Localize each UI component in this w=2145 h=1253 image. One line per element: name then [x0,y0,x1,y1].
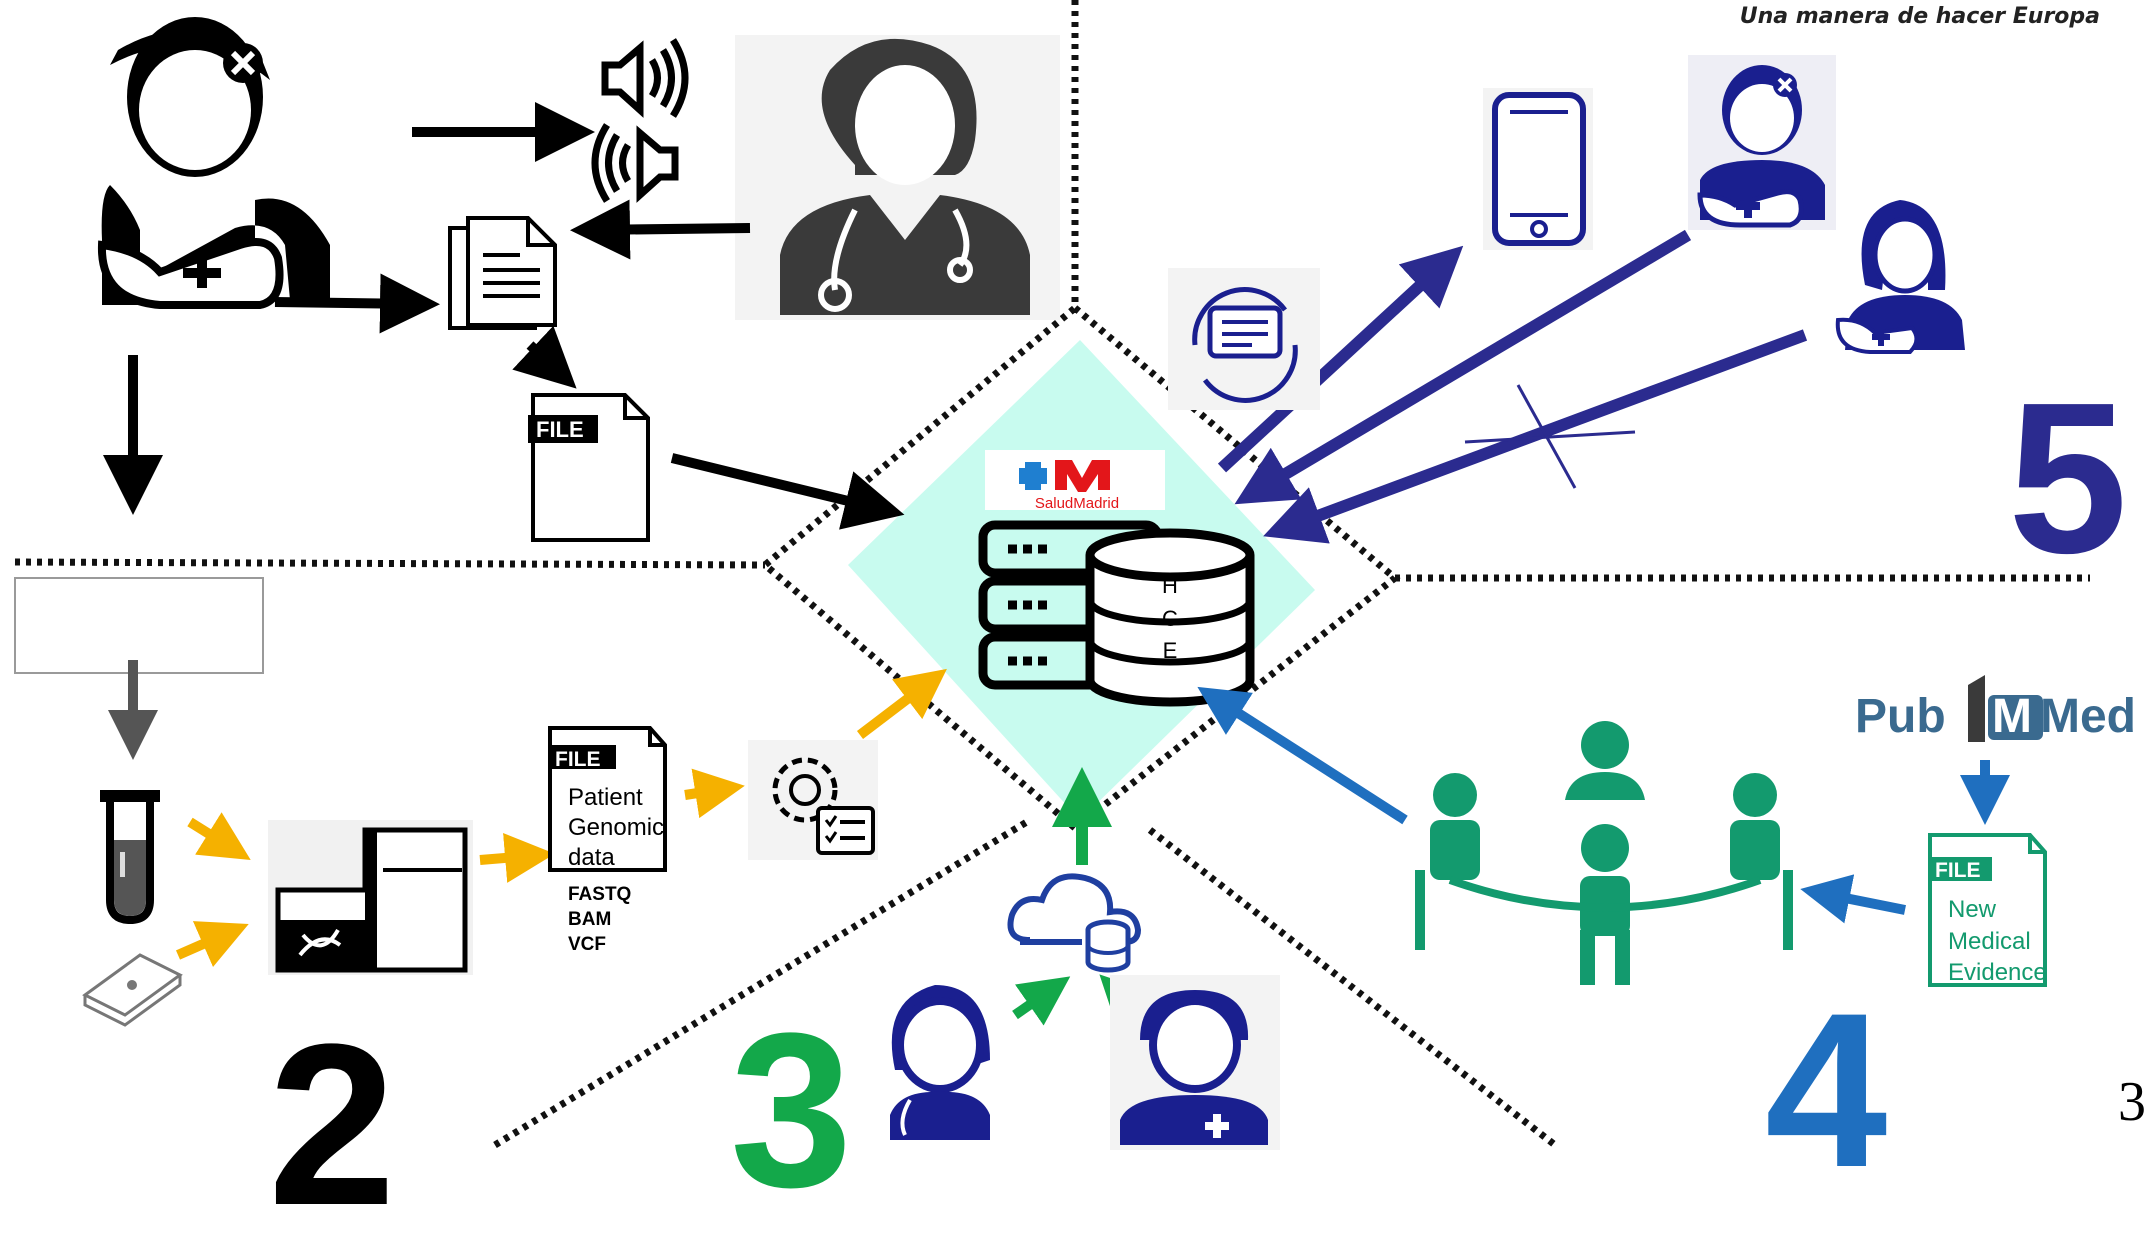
section-number-3: 3 [730,987,853,1233]
evidence-file-badge: FILE [1935,859,1981,882]
svg-text:M: M [1992,690,2032,743]
female-doctor-icon [890,985,990,1140]
arrow-nurse-to-hce [1263,329,1808,544]
stethoscope-icon [900,1098,912,1136]
genomic-line-3: data [568,844,615,871]
arrow-sequencer-to-genomic-file [479,832,555,883]
genomic-file-badge: FILE [555,748,601,771]
arrow-team-to-hce [1197,686,1408,825]
hce-letter-c: C [1162,606,1178,631]
speaker-icon-reversed [591,123,679,203]
arrow-document-to-file [512,325,577,389]
arrow-evidence-to-team [1800,874,1906,924]
diagram-svg: FILE FILE Patient Genomic data FASTQ BAM… [14,0,2136,1150]
divider-left [14,558,766,569]
pubmed-logo: Pub M Med [1855,675,2136,743]
format-bam: BAM [568,909,611,930]
salud-madrid-text: SaludMadrid [1034,495,1120,512]
test-tube-icon [100,790,160,925]
speaker-icon [601,38,689,118]
hce-letter-e: E [1162,638,1178,663]
arrow-tube-to-sequencer [187,812,251,860]
arrow-hce-to-phone [1217,245,1464,473]
format-vcf: VCF [568,934,606,955]
male-doctor-icon [1110,975,1280,1150]
genomic-line-1: Patient [568,784,643,811]
doctor-icon [735,35,1060,320]
evidence-line-1: New [1948,896,1997,923]
section-number-2: 2 [268,996,396,1253]
female-patient-icon [1835,200,1965,354]
cloud-database-icon [1007,873,1142,973]
hce-letter-h: H [1162,573,1178,598]
file-badge-label: FILE [536,417,584,442]
dna-icon [298,928,342,957]
patient-icon-large [97,17,331,309]
format-fastq: FASTQ [568,884,631,905]
arrow-gear-to-hce [856,668,947,739]
section-number-5: 5 [2008,357,2128,598]
gear-checklist-icon [748,740,878,860]
divider-bottom-left [493,817,1032,1148]
arrow-patient-to-hce [1234,229,1692,505]
phone-icon [1483,88,1593,250]
empty-placeholder-box [14,577,264,674]
medical-cross-icon [183,258,221,288]
chip-icon [82,953,183,1027]
diagram-canvas: FILE FILE Patient Genomic data FASTQ BAM… [14,0,2145,1240]
arrow-file-to-hce [670,453,905,530]
x-mark-icon [223,43,263,83]
evidence-line-3: Evidence [1948,959,2047,986]
document-icon [448,216,557,330]
sequencer-icon [268,820,473,975]
file-icon [528,393,650,542]
arrow-patient-to-document [274,273,440,334]
center-hce [848,340,1315,820]
arrow-nurse-to-cloud [1012,976,1071,1026]
patient-icon-navy [1688,55,1836,230]
meeting-table-icon [1415,721,1793,985]
arrow-chip-to-sequencer [175,921,249,967]
page-number-fragment: 3 [2118,1071,2145,1133]
tagline: Una manera de hacer Europa [1739,4,2100,29]
arrow-genomic-to-gear [684,768,745,819]
salud-madrid-logo-icon [1019,460,1110,492]
chat-sync-icon [1168,268,1320,410]
arrow-doctor-to-document [570,199,751,260]
divider-bottom-right [1147,827,1558,1148]
genomic-line-2: Genomic [568,814,664,841]
evidence-line-2: Medical [1948,928,2031,955]
crossed-out-mark [1464,384,1636,489]
pubmed-part1: Pub [1855,690,1946,743]
evidence-file-icon [1928,833,2047,987]
pubmed-part2: Med [2040,690,2136,743]
genomic-file-icon [548,726,667,872]
section-number-4: 4 [1765,967,1888,1213]
